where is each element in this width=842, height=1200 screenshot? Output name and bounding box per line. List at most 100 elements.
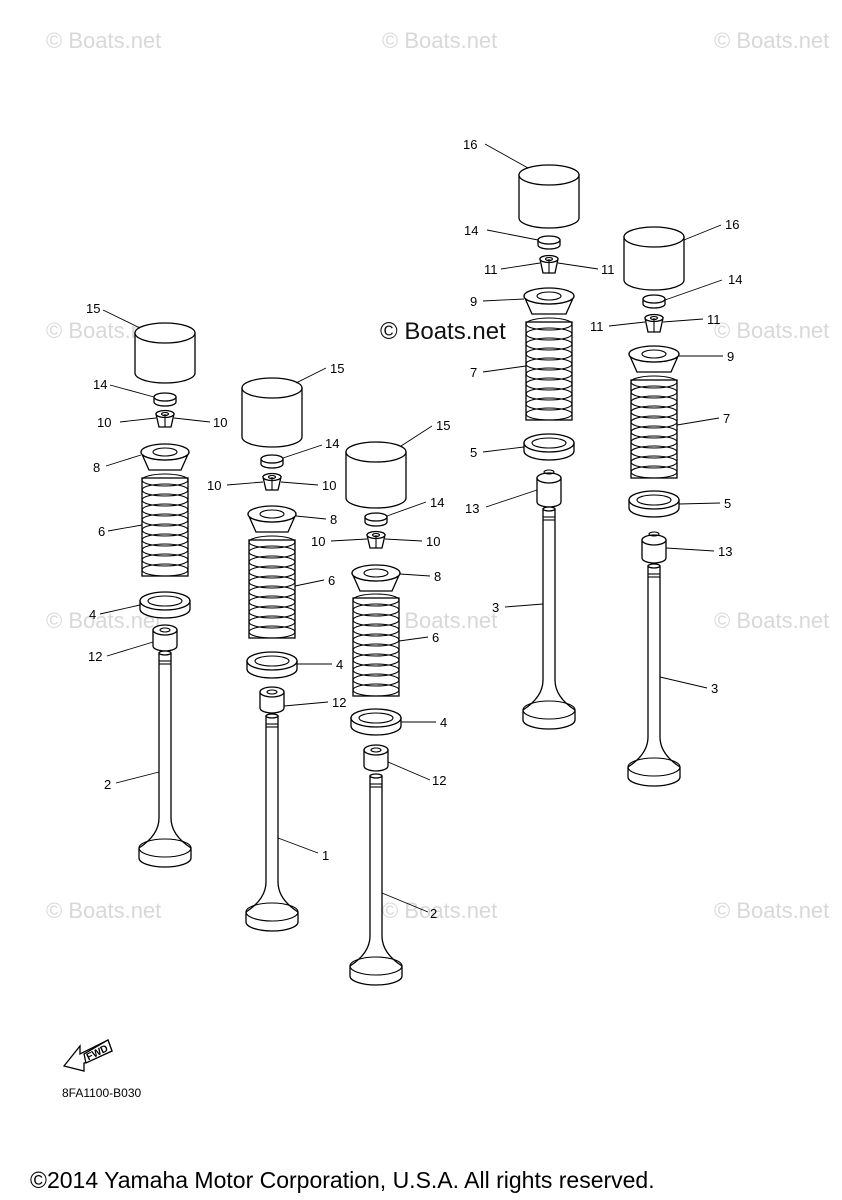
callout-cotter: 10 xyxy=(322,478,336,493)
callout-spring: 6 xyxy=(432,630,439,645)
callout-lifter: 15 xyxy=(330,361,344,376)
callout-pad: 14 xyxy=(93,377,107,392)
callout-pad: 14 xyxy=(430,495,444,510)
spring-retainer xyxy=(140,443,190,471)
callout-retainer: 8 xyxy=(434,569,441,584)
copyright-notice: ©2014 Yamaha Motor Corporation, U.S.A. A… xyxy=(30,1167,655,1193)
adjusting-pad xyxy=(364,512,388,527)
watermark: © Boats.net xyxy=(714,898,830,923)
exhaust-valve xyxy=(522,506,576,730)
valve-lifter xyxy=(518,164,580,229)
callout-cotter: 11 xyxy=(484,262,498,277)
callout-pad: 14 xyxy=(325,436,339,451)
assembly-intake-left xyxy=(134,322,196,868)
spring-retainer xyxy=(628,345,680,373)
callout-retainer: 9 xyxy=(727,349,734,364)
assembly-intake-right xyxy=(345,441,407,986)
spring-retainer xyxy=(523,287,575,315)
callout-pad: 14 xyxy=(728,272,742,287)
callout-spring: 6 xyxy=(98,524,105,539)
callout-stem-seal: 13 xyxy=(718,544,732,559)
watermark: © Boats.net xyxy=(46,28,162,53)
intake-valve xyxy=(349,773,403,986)
valve-stem-seal xyxy=(641,531,667,564)
callout-spring-seat: 4 xyxy=(336,657,343,672)
valve-spring xyxy=(352,593,400,697)
intake-valve xyxy=(245,713,299,932)
valve-lifter xyxy=(623,226,685,291)
spring-seat xyxy=(139,591,191,619)
callout-lifter: 15 xyxy=(436,418,450,433)
watermark: © Boats.net xyxy=(714,318,830,343)
assembly-exhaust-right xyxy=(623,226,685,787)
valve-lifter xyxy=(241,377,303,448)
watermark: © Boats.net xyxy=(382,28,498,53)
fwd-arrow-icon: FWD xyxy=(62,1039,113,1072)
valve-stem-seal xyxy=(259,686,285,714)
watermark: © Boats.net xyxy=(46,898,162,923)
callout-spring-seat: 5 xyxy=(470,445,477,460)
valve-cotter xyxy=(366,530,386,549)
watermark: © Boats.net xyxy=(714,608,830,633)
callout-valve: 2 xyxy=(104,777,111,792)
callout-valve: 3 xyxy=(492,600,499,615)
adjusting-pad xyxy=(642,294,666,309)
valve-cotter xyxy=(262,472,282,491)
valve-cotter xyxy=(539,254,559,274)
callout-cotter: 11 xyxy=(590,319,604,334)
watermark: © Boats.net xyxy=(714,28,830,53)
valve-lifter xyxy=(134,322,196,384)
assembly-exhaust-left xyxy=(518,164,580,730)
callout-spring-seat: 4 xyxy=(89,607,96,622)
callout-retainer: 8 xyxy=(330,512,337,527)
assembly-intake-middle xyxy=(241,377,303,932)
exhaust-valve xyxy=(627,563,681,787)
spring-seat xyxy=(628,490,680,518)
callout-cotter: 10 xyxy=(97,415,111,430)
callout-lifter: 16 xyxy=(463,137,477,152)
callout-cotter: 10 xyxy=(426,534,440,549)
callout-spring: 7 xyxy=(470,365,477,380)
callout-cotter: 11 xyxy=(601,262,615,277)
callout-valve: 2 xyxy=(430,906,437,921)
valve-lifter xyxy=(345,441,407,509)
callout-lifter: 15 xyxy=(86,301,100,316)
callout-pad: 14 xyxy=(464,223,478,238)
adjusting-pad xyxy=(153,392,177,407)
watermark: © Boats.net xyxy=(382,898,498,923)
callout-spring-seat: 4 xyxy=(440,715,447,730)
adjusting-pad xyxy=(537,235,561,250)
callout-cotter: 11 xyxy=(707,312,721,327)
callout-spring: 7 xyxy=(723,411,730,426)
brand-label: © Boats.net xyxy=(380,318,506,345)
spring-retainer xyxy=(351,564,401,592)
spring-seat xyxy=(350,708,402,736)
spring-seat xyxy=(246,651,298,679)
callout-retainer: 9 xyxy=(470,294,477,309)
drawing-code: 8FA1100-B030 xyxy=(62,1086,142,1100)
spring-retainer xyxy=(247,505,297,533)
callout-retainer: 8 xyxy=(93,460,100,475)
valve-spring xyxy=(630,375,678,479)
intake-valve xyxy=(138,650,192,868)
spring-seat xyxy=(523,433,575,461)
callout-labels: 15 14 10 10 8 6 4 12 2 15 14 10 10 8 6 4… xyxy=(86,137,742,921)
watermark: © Boats.net xyxy=(382,608,498,633)
callout-stem-seal: 12 xyxy=(88,649,102,664)
callout-valve: 3 xyxy=(711,681,718,696)
valve-stem-seal xyxy=(363,744,389,772)
callout-stem-seal: 12 xyxy=(332,695,346,710)
callout-spring: 6 xyxy=(328,573,335,588)
fwd-label: FWD xyxy=(85,1043,110,1063)
callout-cotter: 10 xyxy=(213,415,227,430)
leader-lines xyxy=(99,143,723,913)
callout-cotter: 10 xyxy=(311,534,325,549)
valve-spring xyxy=(141,473,189,577)
callout-lifter: 16 xyxy=(725,217,739,232)
valve-spring xyxy=(525,317,573,421)
valve-cotter xyxy=(644,313,664,333)
valve-spring xyxy=(248,535,296,639)
callout-stem-seal: 12 xyxy=(432,773,446,788)
valve-stem-seal xyxy=(152,624,178,652)
